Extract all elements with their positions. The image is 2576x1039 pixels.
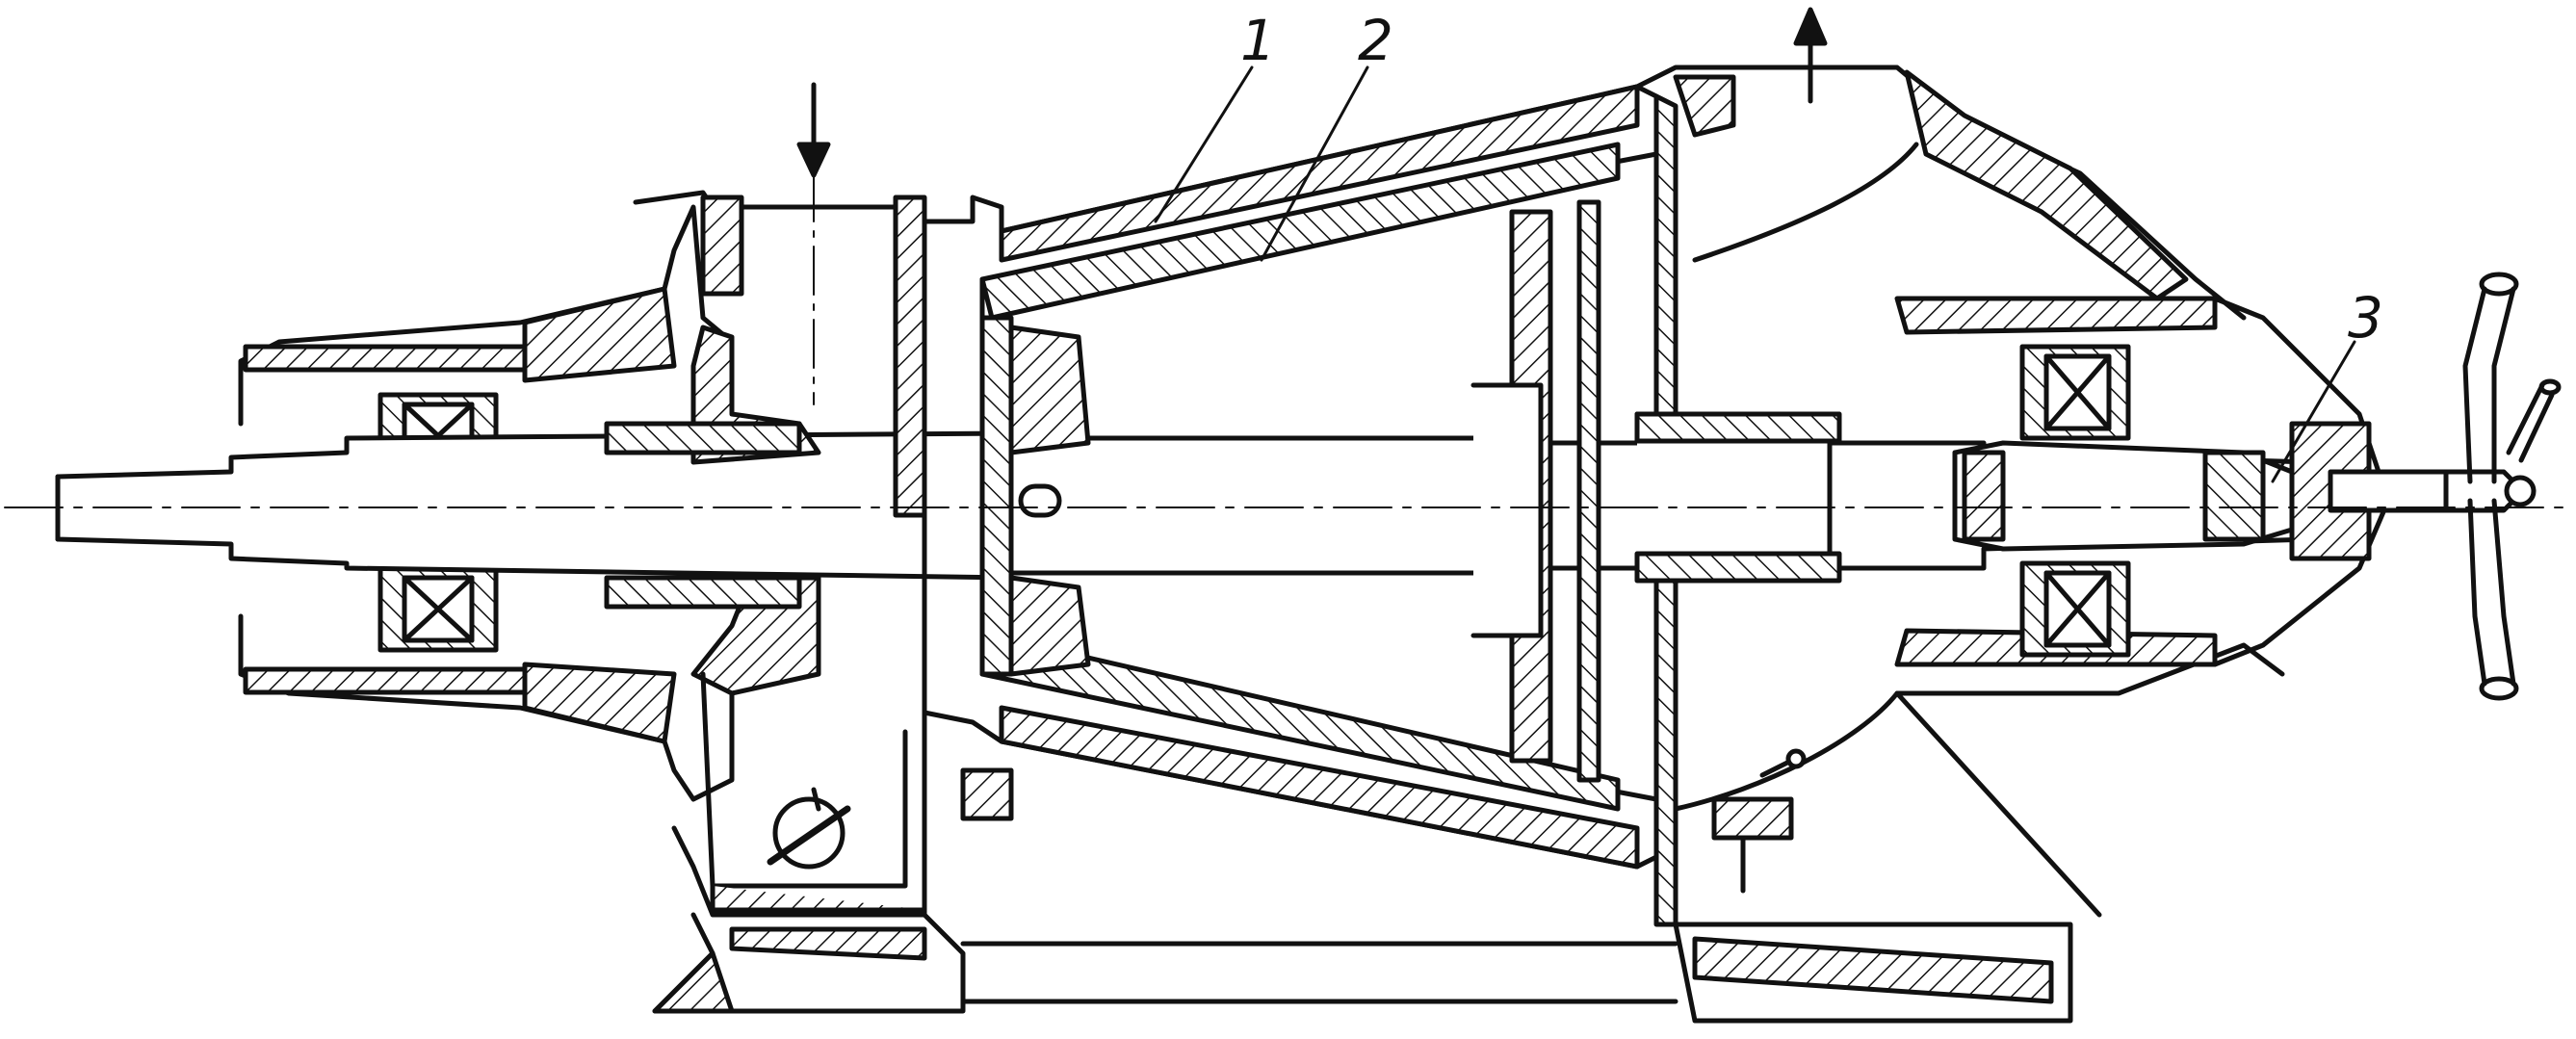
inner-cone-rotor xyxy=(960,142,1621,821)
right-bearing-housing xyxy=(1634,296,2391,667)
drain-plug xyxy=(767,787,851,870)
callout-1: 1 xyxy=(1240,8,1276,73)
handwheel xyxy=(2462,272,2562,701)
suction-nozzle xyxy=(604,190,927,918)
adjusting-screw xyxy=(1952,421,2537,561)
discharge-volute xyxy=(1634,65,2285,1024)
leader-line-3 xyxy=(2271,340,2356,483)
leader-line-2 xyxy=(1260,65,1369,262)
leader-line-1 xyxy=(1154,65,1254,223)
outlet-flow-arrow xyxy=(1793,7,1828,104)
callout-2: 2 xyxy=(1358,8,1393,73)
inlet-flow-arrow xyxy=(796,82,831,178)
left-bearing-housing xyxy=(238,204,735,802)
base-frame xyxy=(652,912,1678,1014)
callout-3: 3 xyxy=(2348,285,2383,351)
impeller-disc xyxy=(1470,199,1601,783)
